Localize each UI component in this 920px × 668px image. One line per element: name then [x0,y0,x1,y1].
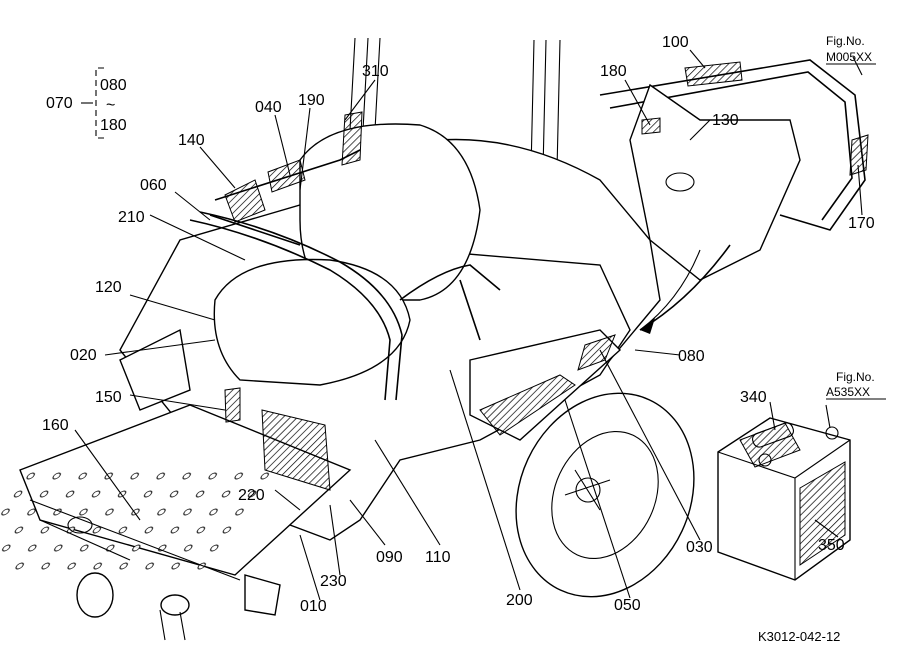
leader-lines [74,49,863,601]
callout-210: 210 [118,209,145,226]
range-tilde: ~ [106,97,115,114]
callout-170: 170 [848,215,875,232]
callout-340: 340 [740,389,767,406]
callout-350: 350 [818,537,845,554]
callout-230: 230 [320,573,347,590]
callout-060: 060 [140,177,167,194]
callout-310: 310 [362,63,389,80]
callout-050: 050 [614,597,641,614]
callout-010: 010 [300,598,327,615]
range-group: 070 080 ~ 180 [46,67,127,139]
figure-ref-top-code: M005XX [826,50,872,64]
callout-130: 130 [712,112,739,129]
mower-drawing [0,37,869,641]
callout-040: 040 [255,99,282,116]
callout-190: 190 [298,92,325,109]
range-main-label: 070 [46,95,73,112]
callout-labels: 310 190 040 140 060 210 120 020 150 160 … [42,34,875,615]
callout-110: 110 [425,549,451,566]
callout-030: 030 [686,539,713,556]
figure-ref-top: Fig.No. M005XX [826,34,876,65]
callout-120: 120 [95,279,122,296]
figure-ref-battery-code: A535XX [826,385,870,399]
range-from-label: 080 [100,77,127,94]
figure-ref-top-title: Fig.No. [826,34,865,48]
callout-220: 220 [238,487,265,504]
callout-140: 140 [178,132,205,149]
callout-090: 090 [376,549,403,566]
callout-080: 080 [678,348,705,365]
callout-020: 020 [70,347,97,364]
callout-160: 160 [42,417,69,434]
callout-100: 100 [662,34,689,51]
figure-ref-battery-title: Fig.No. [836,370,875,384]
figure-ref-battery: Fig.No. A535XX [826,370,886,400]
range-to-label: 180 [100,117,127,134]
callout-150: 150 [95,389,122,406]
callout-180: 180 [600,63,627,80]
drawing-code: K3012-042-12 [758,629,840,644]
callout-200: 200 [506,592,533,609]
